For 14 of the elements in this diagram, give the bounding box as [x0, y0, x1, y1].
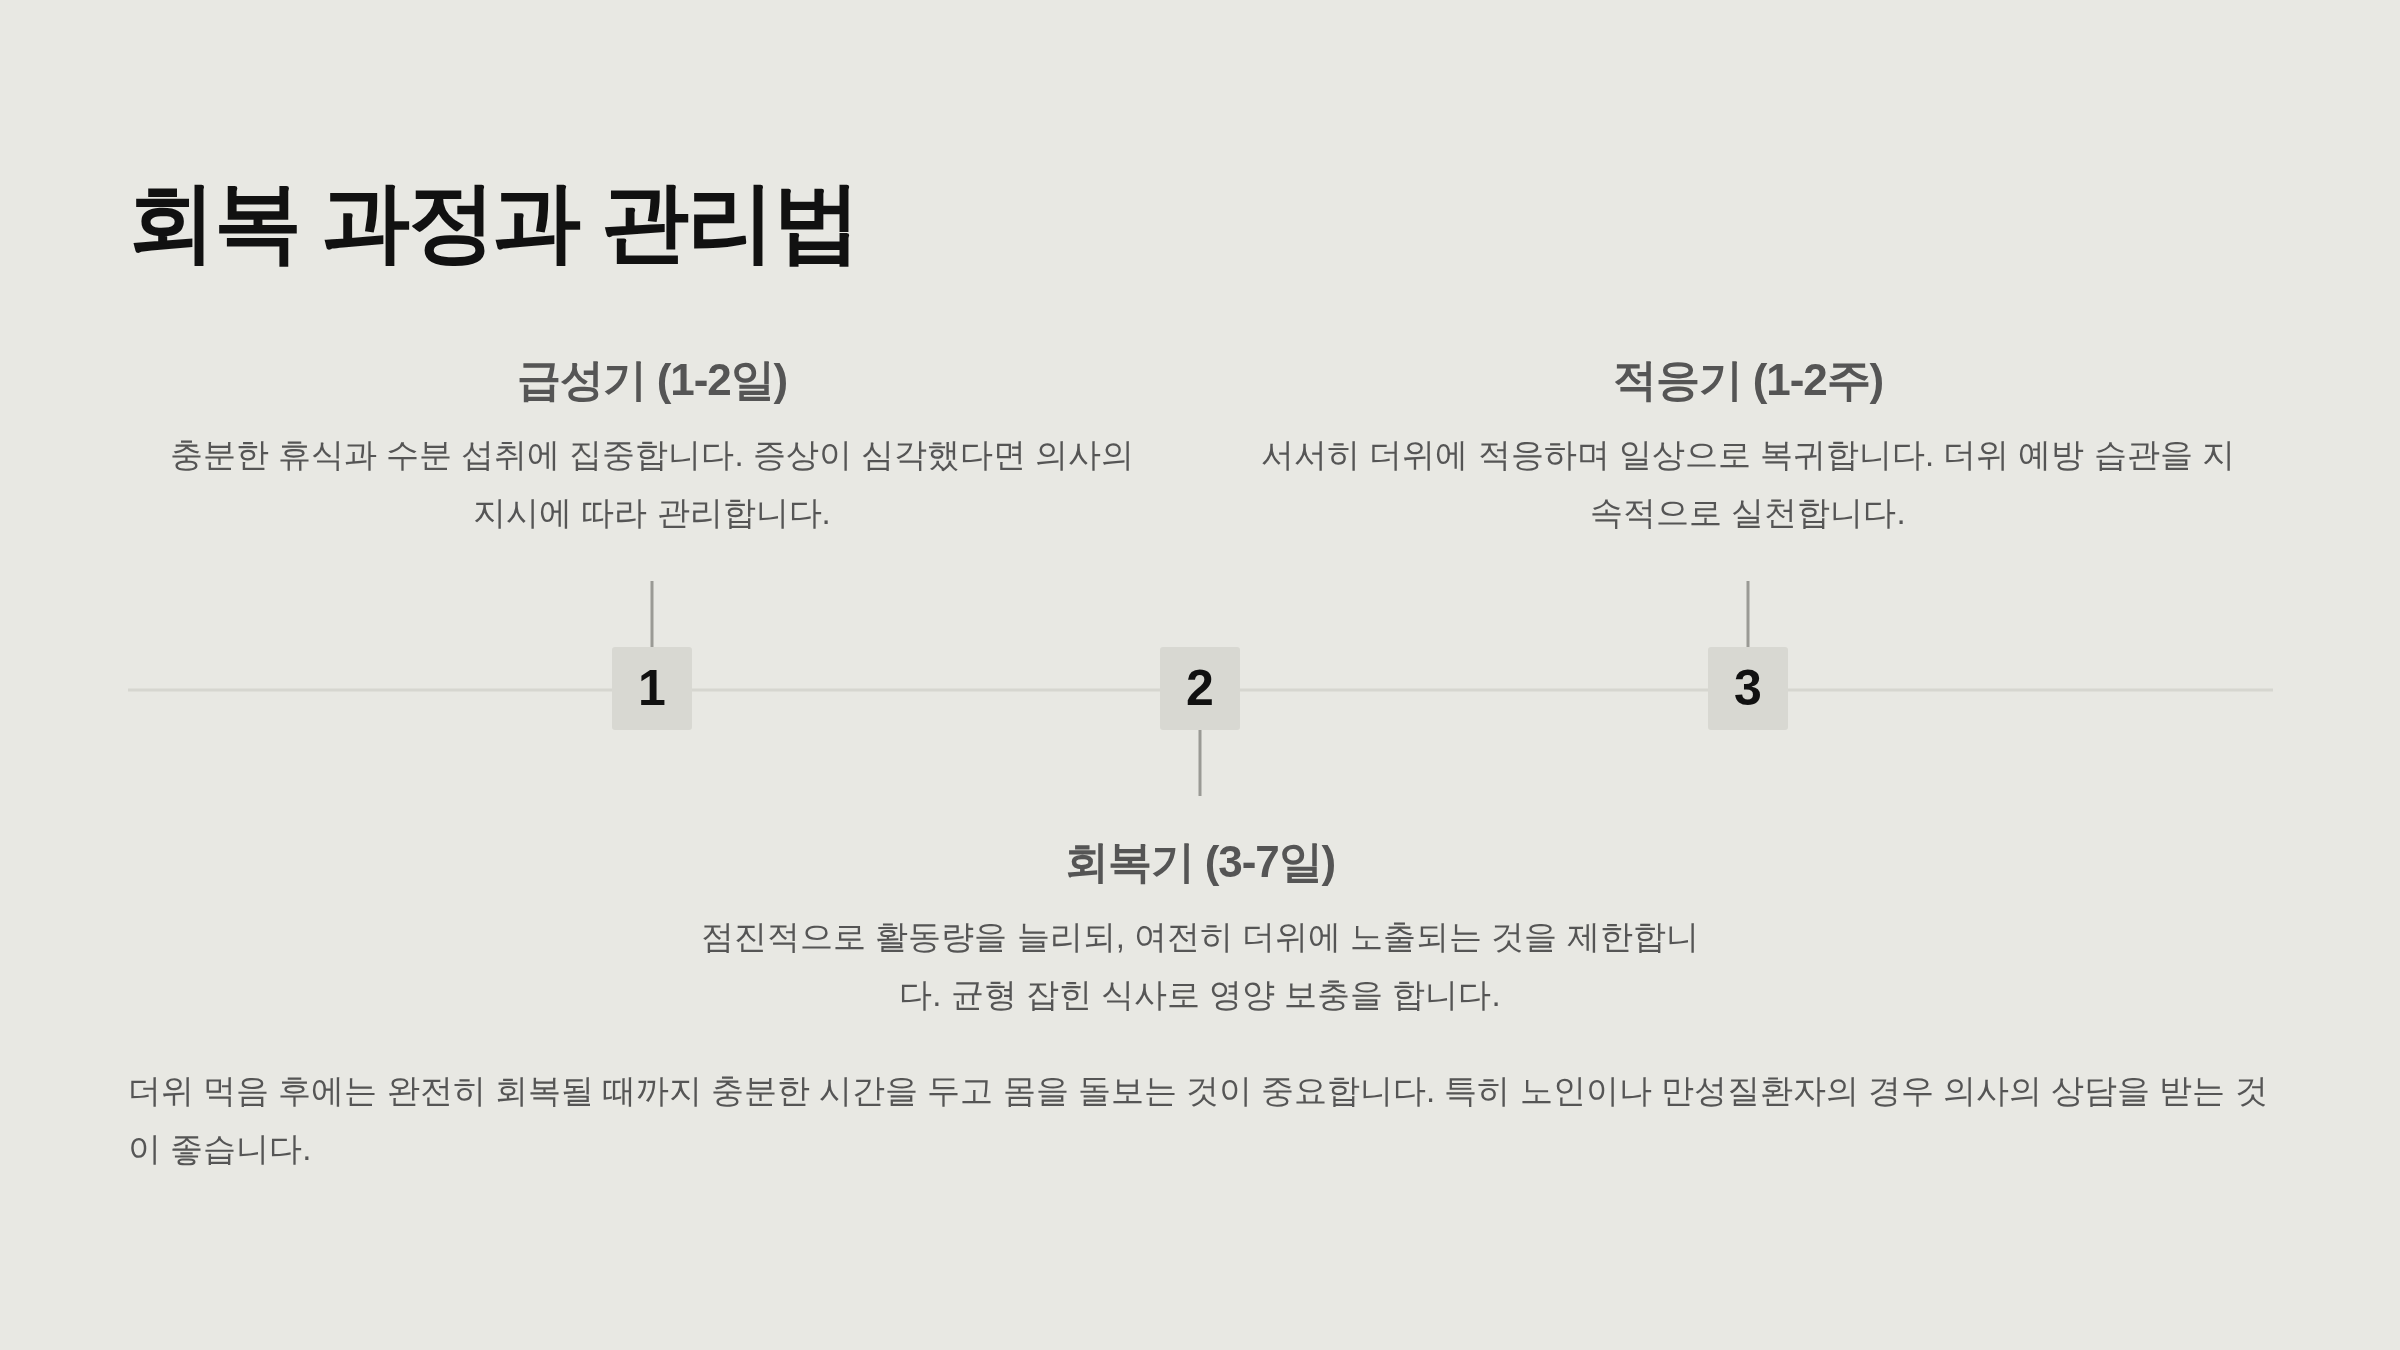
connector-line [1198, 730, 1202, 796]
step-number-marker: 3 [1708, 647, 1788, 730]
stage-heading: 적응기 (1-2주) [1612, 354, 1884, 406]
title: 회복 과정과 관리법 [128, 171, 859, 273]
stage-description: 서서히 더위에 적응하며 일상으로 복귀합니다. 더위 예방 습관을 지속적으로 실천합니다. [1260, 435, 2236, 533]
connector-line [650, 581, 654, 647]
stage-description: 충분한 휴식과 수분 섭취에 집중합니다. 증상이 심각했다면 의사의 지시에 따라 관리합니다. [168, 435, 1136, 533]
summary-note: 더위 먹음 후에는 완전히 회복될 때까지 충분한 시간을 두고 몸을 돌보는 것이 중요합니다. 특히 노인이나 만성질환자의 경우 의사의 상담을 받는 것이 좋습니다. [128, 1071, 2268, 1169]
stage-description: 점진적으로 활동량을 늘리되, 여전히 더위에 노출되는 것을 제한합니다. 균형 잡힌 식사로 영양 보충을 합니다. [700, 917, 1700, 1015]
stage-heading: 급성기 (1-2일) [516, 354, 788, 406]
connector-line [1746, 581, 1750, 647]
step-number-marker: 2 [1160, 647, 1240, 730]
stage-heading: 회복기 (3-7일) [1064, 836, 1336, 888]
step-number-marker: 1 [612, 647, 692, 730]
